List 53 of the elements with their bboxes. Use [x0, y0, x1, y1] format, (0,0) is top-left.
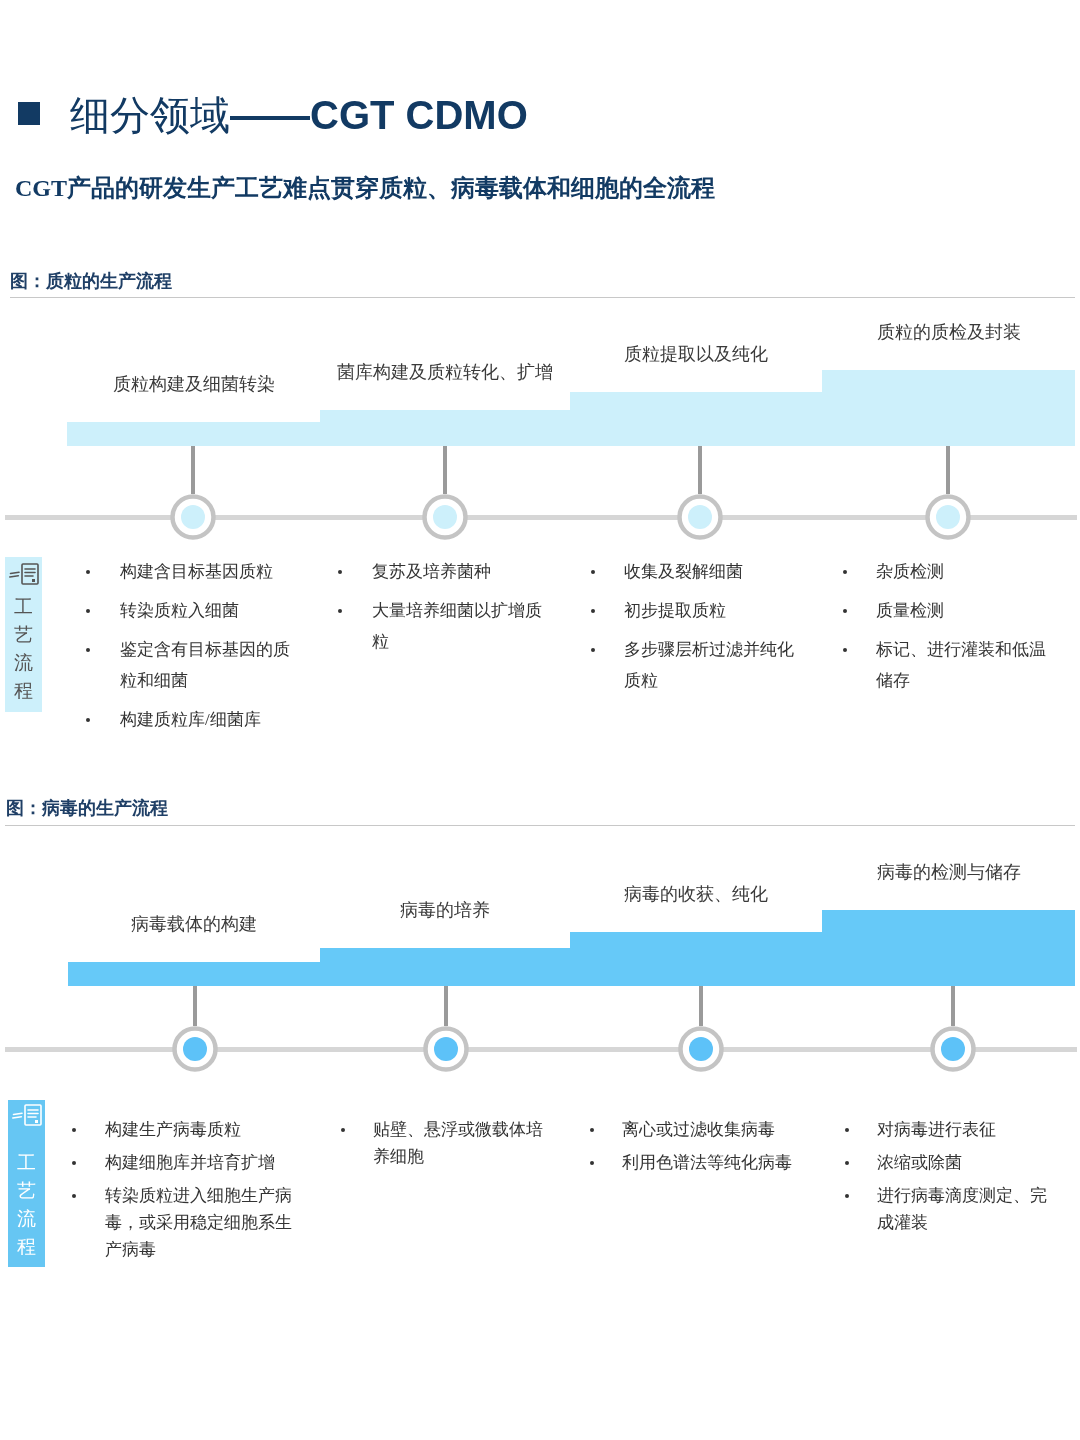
list-item: 大量培养细菌以扩增质粒 [372, 600, 543, 653]
figure-caption: 图：病毒的生产流程 [6, 797, 168, 819]
list-item: 构建细胞库并培育扩增 [105, 1152, 275, 1174]
connector-line [698, 446, 702, 494]
side-tab [8, 1100, 45, 1267]
list-item: 构建质粒库/细菌库 [120, 709, 261, 731]
milestone-circle [170, 494, 216, 540]
step-title: 病毒的检测与储存 [876, 861, 1021, 883]
step-title: 病毒载体的构建 [131, 913, 257, 935]
subtitle: CGT产品的研发生产工艺难点贯穿质粒、病毒载体和细胞的全流程 [15, 174, 715, 203]
list-item: 浓缩或除菌 [877, 1152, 962, 1174]
step-title: 质粒的质检及封装 [876, 321, 1021, 343]
milestone-circle [172, 1026, 218, 1072]
page-title: 细分领域——CGT CDMO [70, 92, 528, 140]
list-item: 转染质粒入细菌 [120, 600, 239, 622]
milestone-circle [930, 1026, 976, 1072]
milestone-circle [678, 1026, 724, 1072]
list-item: 质量检测 [876, 600, 944, 622]
milestone-circle [423, 1026, 469, 1072]
step-title: 质粒构建及细菌转染 [112, 373, 275, 395]
connector-line [946, 446, 950, 494]
connector-line [444, 986, 448, 1026]
step-title: 病毒的收获、纯化 [624, 883, 768, 905]
list-item: 进行病毒滴度测定、完成灌装 [877, 1185, 1048, 1234]
milestone-circle [925, 494, 971, 540]
list-item: 对病毒进行表征 [877, 1119, 996, 1141]
list-item: 复苏及培养菌种 [372, 561, 491, 583]
milestone-circle [677, 494, 723, 540]
list-item: 鉴定含有目标基因的质粒和细菌 [120, 639, 291, 692]
connector-line [443, 446, 447, 494]
side-tab [5, 557, 42, 712]
list-item: 离心或过滤收集病毒 [622, 1119, 775, 1141]
list-item: 利用色谱法等纯化病毒 [622, 1152, 792, 1174]
tab-label: 工艺流程 [17, 1151, 36, 1259]
milestone-circle [422, 494, 468, 540]
connector-line [191, 446, 195, 494]
connector-line [193, 986, 197, 1026]
step-title: 病毒的培养 [400, 899, 490, 921]
tab-label: 工艺流程 [14, 595, 33, 703]
step-title: 质粒提取以及纯化 [624, 343, 768, 365]
list-item: 初步提取质粒 [624, 600, 726, 622]
list-item: 多步骤层析过滤并纯化质粒 [624, 639, 795, 692]
list-item: 贴壁、悬浮或微载体培养细胞 [373, 1119, 544, 1168]
list-item: 标记、进行灌装和低温储存 [876, 639, 1047, 692]
step-title: 菌库构建及质粒转化、扩增 [337, 361, 553, 383]
list-item: 构建含目标基因质粒 [120, 561, 273, 583]
figure-caption: 图：质粒的生产流程 [10, 270, 172, 292]
list-item: 收集及裂解细菌 [624, 561, 743, 583]
connector-line [699, 986, 703, 1026]
connector-line [951, 986, 955, 1026]
list-item: 构建生产病毒质粒 [105, 1119, 241, 1141]
list-item: 转染质粒进入细胞生产病毒，或采用稳定细胞系生产病毒 [105, 1185, 293, 1261]
list-item: 杂质检测 [876, 561, 944, 583]
